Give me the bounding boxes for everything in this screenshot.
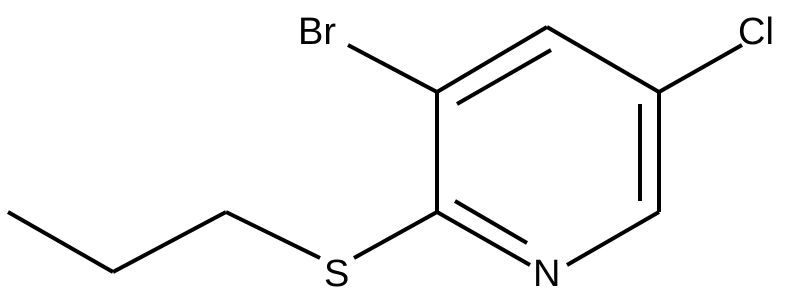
bond-c3-c4-inner — [456, 48, 552, 106]
bond-ch2-ch2 — [112, 210, 227, 274]
bond-c5-cl — [658, 43, 743, 94]
atom-label-s: S — [324, 253, 349, 295]
bond-c6-n — [566, 210, 660, 267]
bond-c2-s — [353, 210, 438, 260]
bond-c3-c4 — [435, 25, 549, 94]
atom-label-cl: Cl — [738, 11, 774, 53]
bond-n-c2 — [436, 210, 531, 267]
bond-ch2-ch3 — [7, 210, 114, 274]
atom-label-br: Br — [298, 11, 336, 53]
bond-c3-br — [347, 43, 438, 94]
atom-label-n: N — [533, 253, 560, 295]
bond-c4-c5 — [545, 25, 661, 94]
bond-s-ch2 — [225, 210, 321, 260]
bond-n-c2-inner — [453, 199, 529, 245]
